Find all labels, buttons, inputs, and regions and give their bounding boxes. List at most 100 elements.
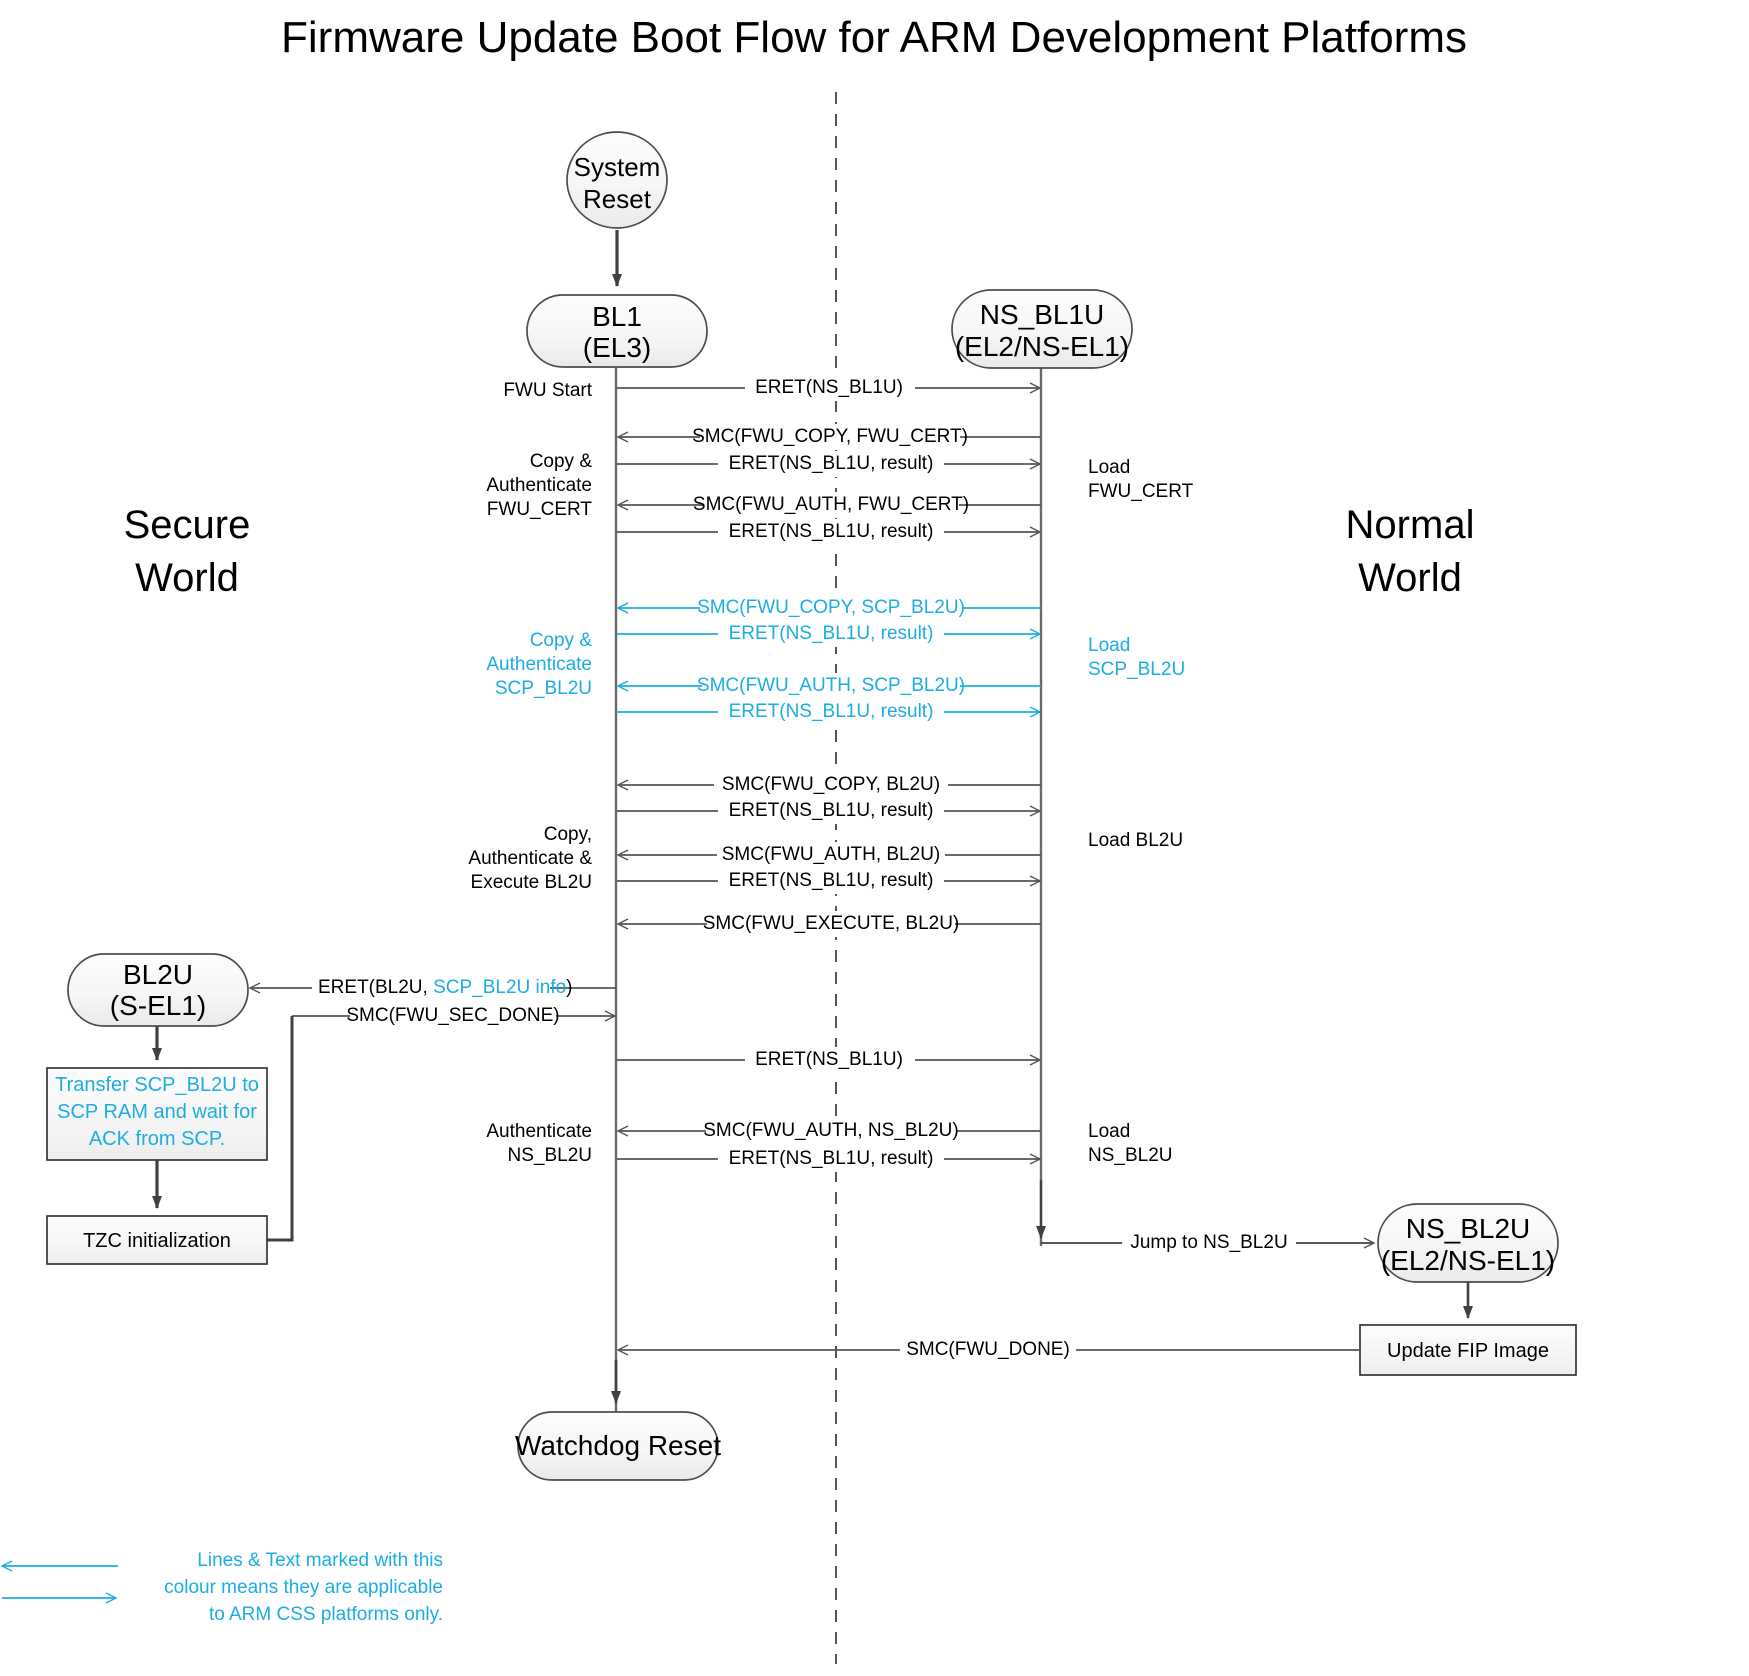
- box-transfer-scp-bl2u[interactable]: Transfer SCP_BL2U to SCP RAM and wait fo…: [46, 1067, 268, 1161]
- normal-world-label: Normal World: [1346, 503, 1475, 600]
- m15-suffix: ): [566, 977, 572, 998]
- message-m6[interactable]: SMC(FWU_COPY, SCP_BL2U): [616, 595, 1041, 621]
- svg-text:BL1: BL1: [592, 301, 642, 332]
- svg-text:System: System: [574, 152, 661, 182]
- svg-text:SMC(FWU_AUTH, NS_BL2U): SMC(FWU_AUTH, NS_BL2U): [703, 1120, 958, 1141]
- svg-text:NS_BL2U: NS_BL2U: [508, 1145, 593, 1166]
- svg-text:Normal: Normal: [1346, 503, 1475, 547]
- svg-text:Execute BL2U: Execute BL2U: [471, 872, 592, 893]
- message-m4[interactable]: SMC(FWU_AUTH, FWU_CERT): [616, 492, 1041, 518]
- message-m9[interactable]: ERET(NS_BL1U, result): [617, 699, 1042, 725]
- node-ns-bl1u[interactable]: NS_BL1U (EL2/NS-EL1): [951, 289, 1133, 369]
- svg-text:SMC(FWU_COPY, FWU_CERT): SMC(FWU_COPY, FWU_CERT): [692, 426, 968, 447]
- page-title: Firmware Update Boot Flow for ARM Develo…: [281, 13, 1467, 62]
- message-m17[interactable]: ERET(NS_BL1U): [617, 1047, 1042, 1073]
- svg-text:NS_BL2U: NS_BL2U: [1406, 1213, 1531, 1244]
- svg-text:SMC(FWU_SEC_DONE): SMC(FWU_SEC_DONE): [346, 1005, 559, 1026]
- svg-text:ERET(NS_BL1U, result): ERET(NS_BL1U, result): [729, 701, 934, 722]
- svg-text:Copy,: Copy,: [544, 824, 592, 845]
- message-m3[interactable]: ERET(NS_BL1U, result): [617, 451, 1042, 477]
- node-watchdog-reset[interactable]: Watchdog Reset: [515, 1411, 721, 1481]
- svg-text:ERET(NS_BL1U, result): ERET(NS_BL1U, result): [729, 521, 934, 542]
- message-m10[interactable]: SMC(FWU_COPY, BL2U): [616, 772, 1041, 798]
- message-m8[interactable]: SMC(FWU_AUTH, SCP_BL2U): [616, 673, 1041, 699]
- message-m11[interactable]: ERET(NS_BL1U, result): [617, 798, 1042, 824]
- svg-text:Watchdog Reset: Watchdog Reset: [515, 1430, 721, 1461]
- svg-text:SMC(FWU_COPY, BL2U): SMC(FWU_COPY, BL2U): [722, 774, 940, 795]
- svg-text:ERET(BL2U, SCP_BL2U info): ERET(BL2U, SCP_BL2U info): [318, 977, 573, 998]
- message-m7[interactable]: ERET(NS_BL1U, result): [617, 621, 1042, 647]
- svg-text:ERET(NS_BL1U, result): ERET(NS_BL1U, result): [729, 623, 934, 644]
- svg-text:ERET(NS_BL1U): ERET(NS_BL1U): [755, 377, 903, 398]
- message-m12[interactable]: SMC(FWU_AUTH, BL2U): [616, 842, 1041, 868]
- annotation-load-bl2u: Load BL2U: [1088, 830, 1183, 851]
- svg-text:Authenticate: Authenticate: [486, 475, 592, 496]
- svg-text:Lines & Text marked with this: Lines & Text marked with this: [197, 1550, 443, 1571]
- svg-text:NS_BL1U: NS_BL1U: [980, 299, 1105, 330]
- svg-text:Reset: Reset: [583, 184, 652, 214]
- svg-text:BL2U: BL2U: [123, 959, 193, 990]
- svg-text:(S-EL1): (S-EL1): [110, 990, 206, 1021]
- svg-text:Authenticate: Authenticate: [486, 654, 592, 675]
- annotation-fwu-start: FWU Start: [503, 380, 592, 401]
- svg-text:Jump to NS_BL2U: Jump to NS_BL2U: [1130, 1232, 1287, 1253]
- node-bl1[interactable]: BL1 (EL3): [526, 294, 708, 368]
- svg-text:Secure: Secure: [124, 503, 251, 547]
- node-bl2u[interactable]: BL2U (S-EL1): [67, 953, 249, 1027]
- message-m21[interactable]: SMC(FWU_DONE): [616, 1337, 1360, 1363]
- message-m2[interactable]: SMC(FWU_COPY, FWU_CERT): [616, 424, 1041, 450]
- svg-text:(EL2/NS-EL1): (EL2/NS-EL1): [955, 331, 1129, 362]
- legend-text: Lines & Text marked with this colour mea…: [164, 1550, 443, 1625]
- legend-arrows: [0, 1560, 118, 1604]
- svg-text:to ARM CSS platforms only.: to ARM CSS platforms only.: [209, 1604, 443, 1625]
- svg-text:Load: Load: [1088, 457, 1130, 478]
- svg-text:FWU_CERT: FWU_CERT: [1088, 481, 1194, 502]
- m15-prefix: ERET(BL2U,: [318, 977, 433, 998]
- node-ns-bl2u[interactable]: NS_BL2U (EL2/NS-EL1): [1377, 1203, 1559, 1283]
- svg-text:SCP RAM and wait for: SCP RAM and wait for: [57, 1101, 257, 1123]
- svg-text:Load: Load: [1088, 635, 1130, 656]
- message-m19[interactable]: ERET(NS_BL1U, result): [617, 1146, 1042, 1172]
- svg-text:ERET(NS_BL1U, result): ERET(NS_BL1U, result): [729, 800, 934, 821]
- svg-text:ERET(NS_BL1U): ERET(NS_BL1U): [755, 1049, 903, 1070]
- svg-text:(EL3): (EL3): [583, 332, 651, 363]
- svg-text:Authenticate: Authenticate: [486, 1121, 592, 1142]
- node-system-reset[interactable]: System Reset: [566, 131, 668, 229]
- message-m20[interactable]: Jump to NS_BL2U: [1041, 1230, 1376, 1256]
- svg-text:SMC(FWU_AUTH, FWU_CERT): SMC(FWU_AUTH, FWU_CERT): [693, 494, 969, 515]
- svg-text:Transfer SCP_BL2U to: Transfer SCP_BL2U to: [55, 1074, 259, 1096]
- svg-text:Copy &: Copy &: [530, 630, 593, 651]
- annotation-load-fwu-cert: Load FWU_CERT: [1088, 457, 1194, 502]
- svg-text:FWU Start: FWU Start: [503, 380, 592, 401]
- annotation-load-ns-bl2u: Load NS_BL2U: [1088, 1121, 1173, 1166]
- svg-text:ERET(NS_BL1U, result): ERET(NS_BL1U, result): [729, 453, 934, 474]
- svg-text:Update FIP Image: Update FIP Image: [1387, 1340, 1549, 1362]
- message-m1[interactable]: ERET(NS_BL1U): [617, 375, 1042, 401]
- message-m18[interactable]: SMC(FWU_AUTH, NS_BL2U): [616, 1118, 1041, 1144]
- annotation-copy-authenticate-execute-bl2u: Copy, Authenticate & Execute BL2U: [468, 824, 592, 893]
- message-m15[interactable]: ERET(BL2U, SCP_BL2U info): [248, 975, 616, 1001]
- tzc-to-bl1-connector: [266, 1016, 294, 1242]
- svg-text:ERET(NS_BL1U, result): ERET(NS_BL1U, result): [729, 870, 934, 891]
- svg-text:Load: Load: [1088, 1121, 1130, 1142]
- svg-text:ACK from SCP.: ACK from SCP.: [89, 1128, 225, 1150]
- svg-text:ERET(NS_BL1U, result): ERET(NS_BL1U, result): [729, 1148, 934, 1169]
- message-m13[interactable]: ERET(NS_BL1U, result): [617, 868, 1042, 894]
- svg-text:SCP_BL2U: SCP_BL2U: [495, 678, 592, 699]
- svg-text:SMC(FWU_EXECUTE, BL2U): SMC(FWU_EXECUTE, BL2U): [703, 913, 960, 934]
- svg-text:Load BL2U: Load BL2U: [1088, 830, 1183, 851]
- svg-text:Copy &: Copy &: [530, 451, 593, 472]
- box-update-fip-image[interactable]: Update FIP Image: [1359, 1324, 1577, 1376]
- message-m16[interactable]: SMC(FWU_SEC_DONE): [292, 1003, 617, 1029]
- annotation-copy-authenticate-scp-bl2u: Copy & Authenticate SCP_BL2U: [486, 630, 592, 699]
- m15-blue-part: SCP_BL2U info: [433, 977, 566, 998]
- message-m5[interactable]: ERET(NS_BL1U, result): [617, 519, 1042, 545]
- svg-text:(EL2/NS-EL1): (EL2/NS-EL1): [1381, 1245, 1555, 1276]
- svg-text:World: World: [1358, 556, 1462, 600]
- message-m14[interactable]: SMC(FWU_EXECUTE, BL2U): [616, 911, 1041, 937]
- svg-text:SMC(FWU_DONE): SMC(FWU_DONE): [906, 1339, 1070, 1360]
- box-tzc-initialization[interactable]: TZC initialization: [46, 1215, 268, 1265]
- annotation-copy-authenticate-fwu-cert: Copy & Authenticate FWU_CERT: [486, 451, 592, 520]
